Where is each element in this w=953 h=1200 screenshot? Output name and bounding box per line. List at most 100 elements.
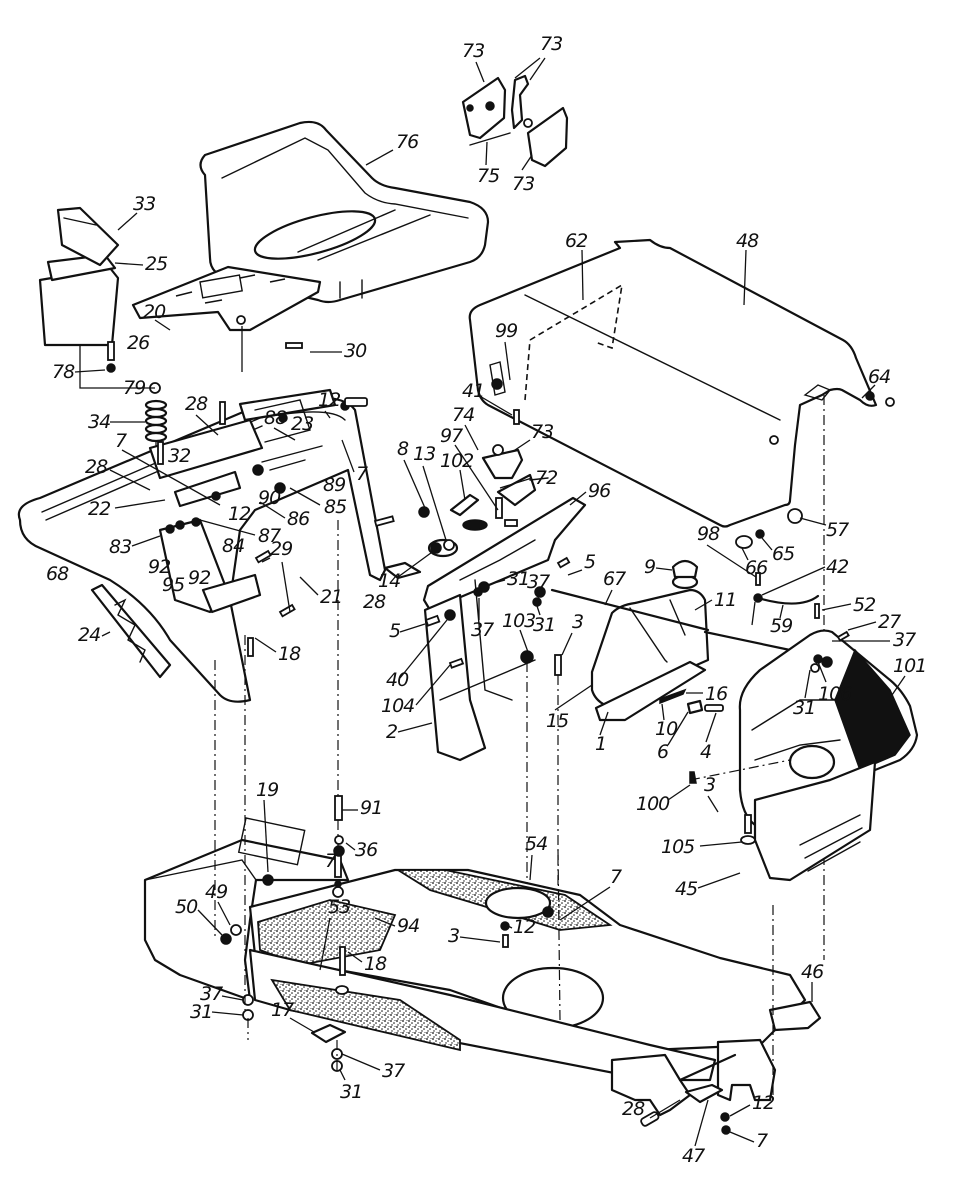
callout-102: 102 (440, 450, 473, 472)
callout-83: 83 (109, 536, 131, 558)
callout-91: 91 (360, 797, 382, 819)
callout-37: 37 (893, 629, 916, 651)
dash-console (418, 473, 587, 612)
callout-12: 12 (513, 916, 535, 938)
assembly-lines (214, 520, 791, 1100)
callout-12: 12 (228, 503, 250, 525)
callout-28: 28 (185, 393, 208, 415)
callout-36: 36 (355, 839, 378, 861)
callout-13: 13 (413, 443, 435, 465)
callout-97: 97 (440, 425, 463, 447)
callout-18: 18 (364, 953, 387, 975)
hood-hardware (735, 508, 803, 586)
callout-31: 31 (190, 1001, 212, 1023)
callout-37: 37 (527, 571, 550, 593)
callout-17: 17 (271, 999, 294, 1021)
callout-21: 21 (320, 586, 342, 608)
callout-33: 33 (133, 193, 155, 215)
callout-68: 68 (46, 563, 69, 585)
callout-76: 76 (396, 131, 419, 153)
callout-37: 37 (200, 983, 223, 1005)
callout-75: 75 (477, 165, 500, 187)
callout-7: 7 (356, 463, 368, 485)
callout-3: 3 (448, 925, 459, 947)
callout-31: 31 (793, 697, 815, 719)
callout-5: 5 (584, 551, 596, 573)
callout-28: 28 (85, 456, 108, 478)
callout-90: 90 (258, 487, 281, 509)
callout-73: 73 (540, 33, 562, 55)
callout-78: 78 (52, 361, 75, 383)
callout-96: 96 (588, 480, 611, 502)
seat-switch-assembly (461, 74, 569, 168)
callout-48: 48 (736, 230, 759, 252)
callout-46: 46 (801, 961, 824, 983)
callout-100: 100 (636, 793, 670, 815)
callout-31: 31 (533, 614, 555, 636)
callout-37: 37 (382, 1060, 405, 1082)
callout-88: 88 (264, 407, 287, 429)
callout-65: 65 (772, 543, 795, 565)
callout-24: 24 (78, 624, 100, 646)
fuel-hardware (659, 688, 724, 784)
callout-104: 104 (381, 695, 414, 717)
callout-86: 86 (287, 508, 310, 530)
callout-1: 1 (595, 733, 606, 755)
seat-mounting-plate (131, 265, 322, 372)
callout-101: 101 (893, 655, 926, 677)
callout-53: 53 (328, 896, 350, 918)
callout-40: 40 (386, 669, 409, 691)
callout-73: 73 (462, 40, 484, 62)
callout-59: 59 (770, 615, 792, 637)
callout-7: 7 (325, 850, 337, 872)
callout-64: 64 (868, 366, 890, 388)
callout-42: 42 (826, 556, 848, 578)
callout-23: 23 (291, 413, 313, 435)
spring-34 (144, 399, 168, 443)
callout-89: 89 (323, 474, 345, 496)
callout-3: 3 (572, 611, 583, 633)
callout-26: 26 (127, 332, 150, 354)
callout-66: 66 (745, 557, 768, 579)
callout-45: 45 (675, 878, 698, 900)
callout-7: 7 (756, 1130, 768, 1152)
callout-18: 18 (278, 643, 301, 665)
callout-labels: 73 73 75 73 76 33 25 20 30 26 78 79 34 2… (46, 33, 927, 1167)
callout-105: 105 (661, 836, 695, 858)
callout-14: 14 (378, 570, 400, 592)
callout-67: 67 (603, 568, 626, 590)
callout-87: 87 (258, 525, 281, 547)
callout-28: 28 (363, 591, 386, 613)
callout-28: 28 (622, 1098, 645, 1120)
callout-2: 2 (386, 721, 397, 743)
callout-54: 54 (525, 833, 547, 855)
steering-support (423, 556, 571, 900)
callout-92: 92 (188, 567, 210, 589)
callout-94: 94 (397, 915, 419, 937)
callout-62: 62 (565, 230, 587, 252)
callout-73: 73 (512, 173, 534, 195)
callout-3: 3 (704, 774, 715, 796)
callout-6: 6 (657, 741, 669, 763)
callout-84: 84 (222, 535, 244, 557)
callout-10: 10 (655, 718, 678, 740)
callout-29: 29 (270, 538, 292, 560)
callout-16: 16 (705, 683, 728, 705)
callout-9: 9 (644, 556, 655, 578)
rear-fender (17, 388, 387, 703)
callout-7: 7 (115, 430, 127, 452)
callout-34: 34 (88, 411, 110, 433)
callout-98: 98 (697, 523, 720, 545)
callout-32: 32 (168, 445, 190, 467)
callout-11: 11 (714, 589, 736, 611)
hood-rod (751, 593, 820, 626)
callout-7: 7 (610, 866, 622, 888)
seat (199, 120, 490, 304)
callout-49: 49 (205, 881, 227, 903)
callout-85: 85 (324, 496, 347, 518)
callout-79: 79 (123, 377, 145, 399)
callout-50: 50 (175, 896, 198, 918)
fuel-tank (550, 559, 792, 722)
callout-12: 12 (318, 389, 340, 411)
